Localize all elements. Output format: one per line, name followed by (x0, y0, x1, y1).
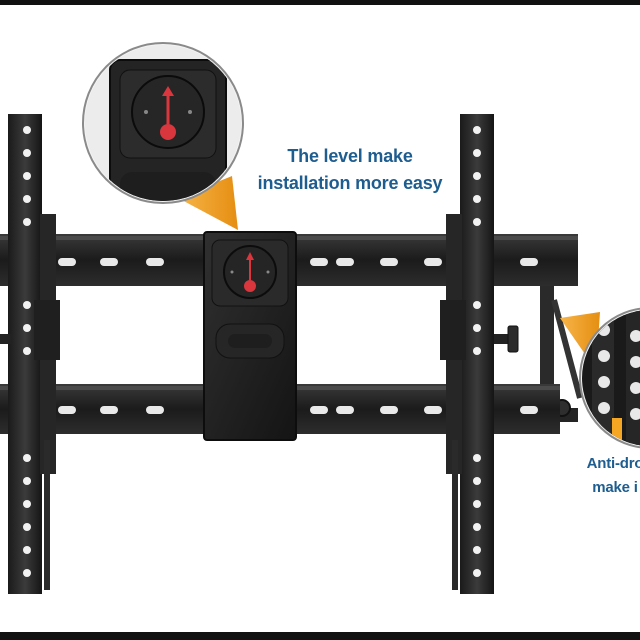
antidrop-caption: Anti-dro make i (560, 452, 640, 500)
tension-knob-left (0, 334, 12, 344)
level-callout-pointer (178, 176, 238, 230)
tension-knob-right (494, 325, 519, 353)
center-level-plate (203, 231, 297, 441)
bottom-border (0, 632, 640, 640)
antidrop-caption-line-1: Anti-dro (586, 455, 640, 472)
left-vertical-arm (8, 114, 60, 594)
level-caption: The level make installation more easy (240, 143, 460, 197)
right-arm-holes (473, 126, 481, 577)
bottom-bar-slots (58, 406, 538, 414)
level-zoom-circle (82, 42, 244, 204)
level-caption-line-2: installation more easy (257, 173, 443, 193)
top-border (0, 0, 640, 5)
top-bar-slots (58, 258, 538, 266)
antidrop-caption-line-2: make i (592, 479, 638, 496)
left-arm-holes (23, 126, 31, 577)
level-caption-line-1: The level make (287, 146, 413, 166)
